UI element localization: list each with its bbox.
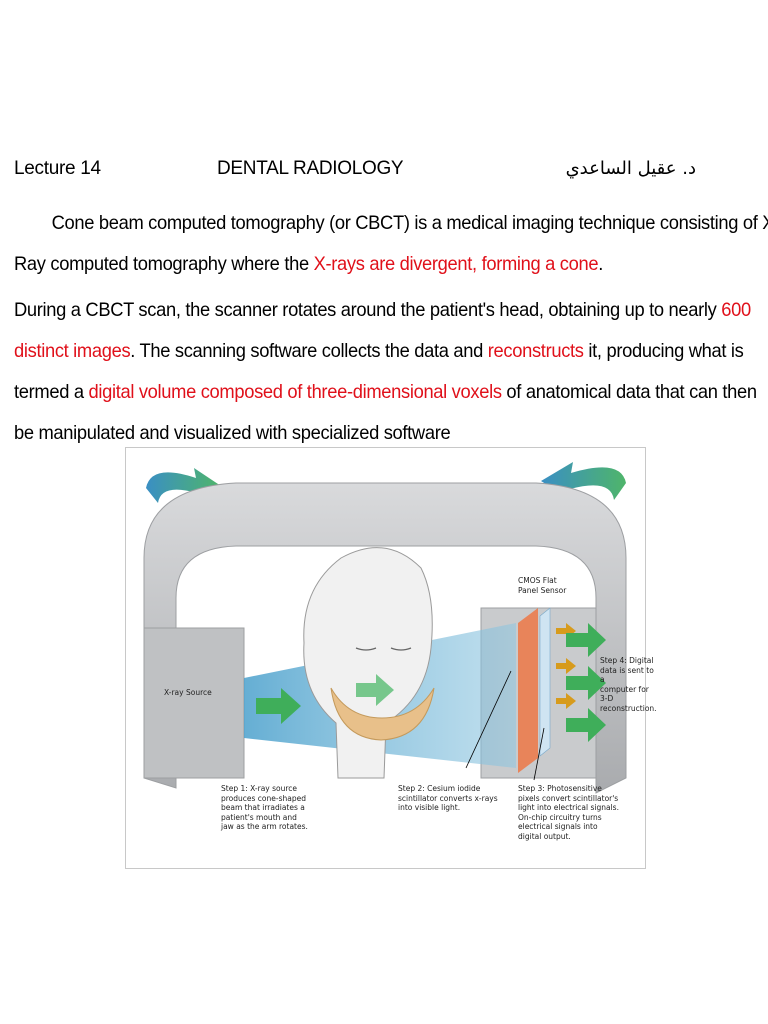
intro-text-1: Cone beam computed tomography (or CBCT) … [14, 212, 768, 275]
xray-source-housing [143, 627, 245, 779]
header-lecture: Lecture 14 [14, 158, 101, 179]
scan-highlight-volume: digital volume composed of three-dimensi… [88, 381, 502, 403]
computer-arrow-bottom-icon [566, 708, 606, 742]
scintillator-panel [518, 608, 538, 773]
jaw-bone [330, 687, 435, 741]
label-step1: Step 1: X-ray source produces cone-shape… [221, 784, 308, 831]
paragraph-intro: Cone beam computed tomography (or CBCT) … [14, 203, 768, 285]
pixel-panel [539, 607, 551, 757]
beam-arrow-2-icon [356, 674, 394, 706]
patient-head [303, 547, 433, 779]
computer-arrow-top-icon [566, 623, 606, 657]
intro-text-2: . [598, 253, 603, 275]
scan-highlight-images: 600 distinct images [14, 299, 751, 362]
label-step2: Step 2: Cesium iodide scintillator conve… [398, 784, 498, 812]
cbct-illustration [143, 462, 627, 794]
header-author: د. عقيل الساعدي [565, 158, 697, 179]
paragraph-scan: During a CBCT scan, the scanner rotates … [14, 290, 768, 454]
cbct-diagram: X-ray Source CMOS Flat Panel Sensor Step… [125, 447, 657, 869]
scan-text-1: During a CBCT scan, the scanner rotates … [14, 299, 722, 321]
intro-highlight: X-rays are divergent, forming a cone [313, 253, 599, 275]
header-title: DENTAL RADIOLOGY [217, 158, 404, 179]
scan-text-2: . The scanning software collects the dat… [130, 340, 488, 362]
label-step4: Step 4: Digital data is sent to a comput… [600, 656, 657, 713]
label-xray-source: X-ray Source [164, 688, 212, 697]
scan-text-3: it, producing what is termed a [14, 340, 744, 403]
label-cmos-sensor: CMOS Flat Panel Sensor [518, 576, 567, 595]
computer-arrow-mid-icon [566, 666, 606, 700]
label-step3: Step 3: Photosensitive pixels convert sc… [518, 784, 619, 841]
scan-text-4: of anatomical data that can then be mani… [14, 381, 757, 444]
gantry-arm [143, 482, 627, 794]
scan-highlight-reconstructs: reconstructs [487, 340, 584, 362]
beam-arrow-1-icon [256, 688, 301, 724]
